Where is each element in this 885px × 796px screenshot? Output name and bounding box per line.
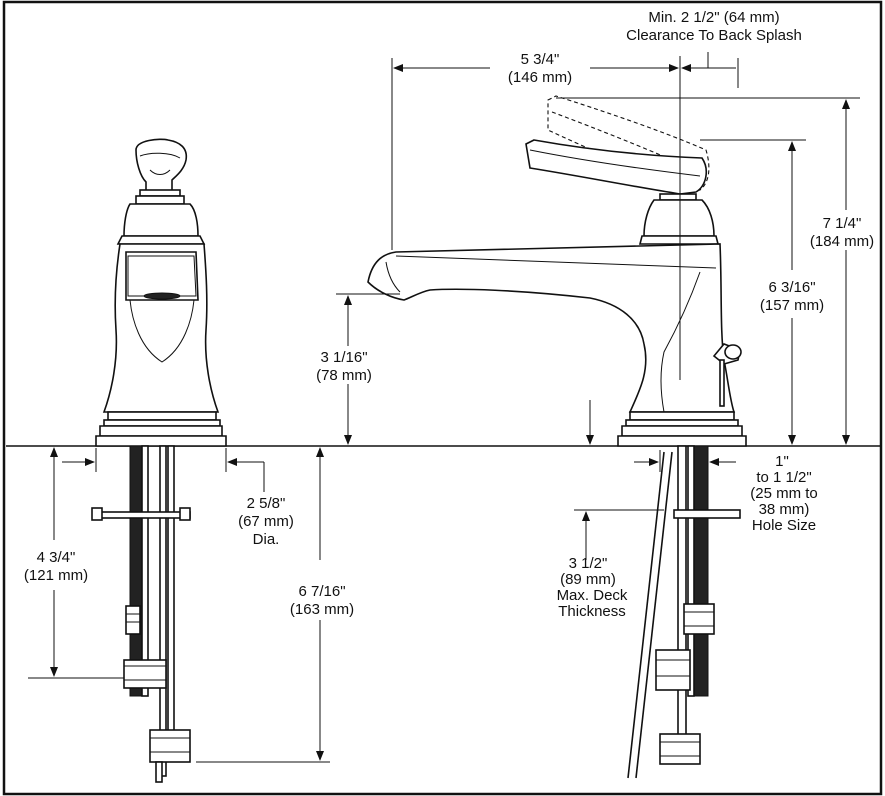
front-view-faucet — [91, 138, 227, 783]
hole-size-line-4: 38 mm) — [759, 501, 810, 518]
clearance-label-2: Clearance To Back Splash — [626, 27, 802, 44]
hole-size-line-3: (25 mm to — [750, 485, 818, 502]
hole-size-line-1: 1" — [775, 453, 789, 470]
spout-reach-mm: (146 mm) — [508, 69, 572, 86]
handle-height-in: 6 3/16" — [768, 279, 815, 296]
supply-length-mm: (163 mm) — [290, 601, 354, 618]
hole-size-line-2: to 1 1/2" — [756, 469, 811, 486]
shank-length-mm: (121 mm) — [24, 567, 88, 584]
deck-thickness-line-3: Max. Deck — [557, 587, 628, 604]
overall-height-mm: (184 mm) — [810, 233, 874, 250]
dimension-lines — [28, 52, 860, 763]
supply-length-in: 6 7/16" — [298, 583, 345, 600]
hole-size-line-5: Hole Size — [752, 517, 816, 534]
base-dia-label: Dia. — [253, 531, 280, 548]
deck-thickness-mm: (89 mm) — [560, 571, 616, 588]
side-view-faucet — [367, 95, 747, 779]
clearance-label-1: Min. 2 1/2" (64 mm) — [648, 9, 779, 26]
spout-height-mm: (78 mm) — [316, 367, 372, 384]
spout-height-in: 3 1/16" — [320, 349, 367, 366]
spout-reach-in: 5 3/4" — [521, 51, 560, 68]
deck-thickness-line-4: Thickness — [558, 603, 626, 620]
overall-height-in: 7 1/4" — [823, 215, 862, 232]
handle-height-mm: (157 mm) — [760, 297, 824, 314]
shank-length-in: 4 3/4" — [37, 549, 76, 566]
dimension-labels: Min. 2 1/2" (64 mm) Clearance To Back Sp… — [24, 9, 874, 620]
base-dia-in: 2 5/8" — [247, 495, 286, 512]
base-dia-mm: (67 mm) — [238, 513, 294, 530]
deck-thickness-in: 3 1/2" — [569, 555, 608, 572]
